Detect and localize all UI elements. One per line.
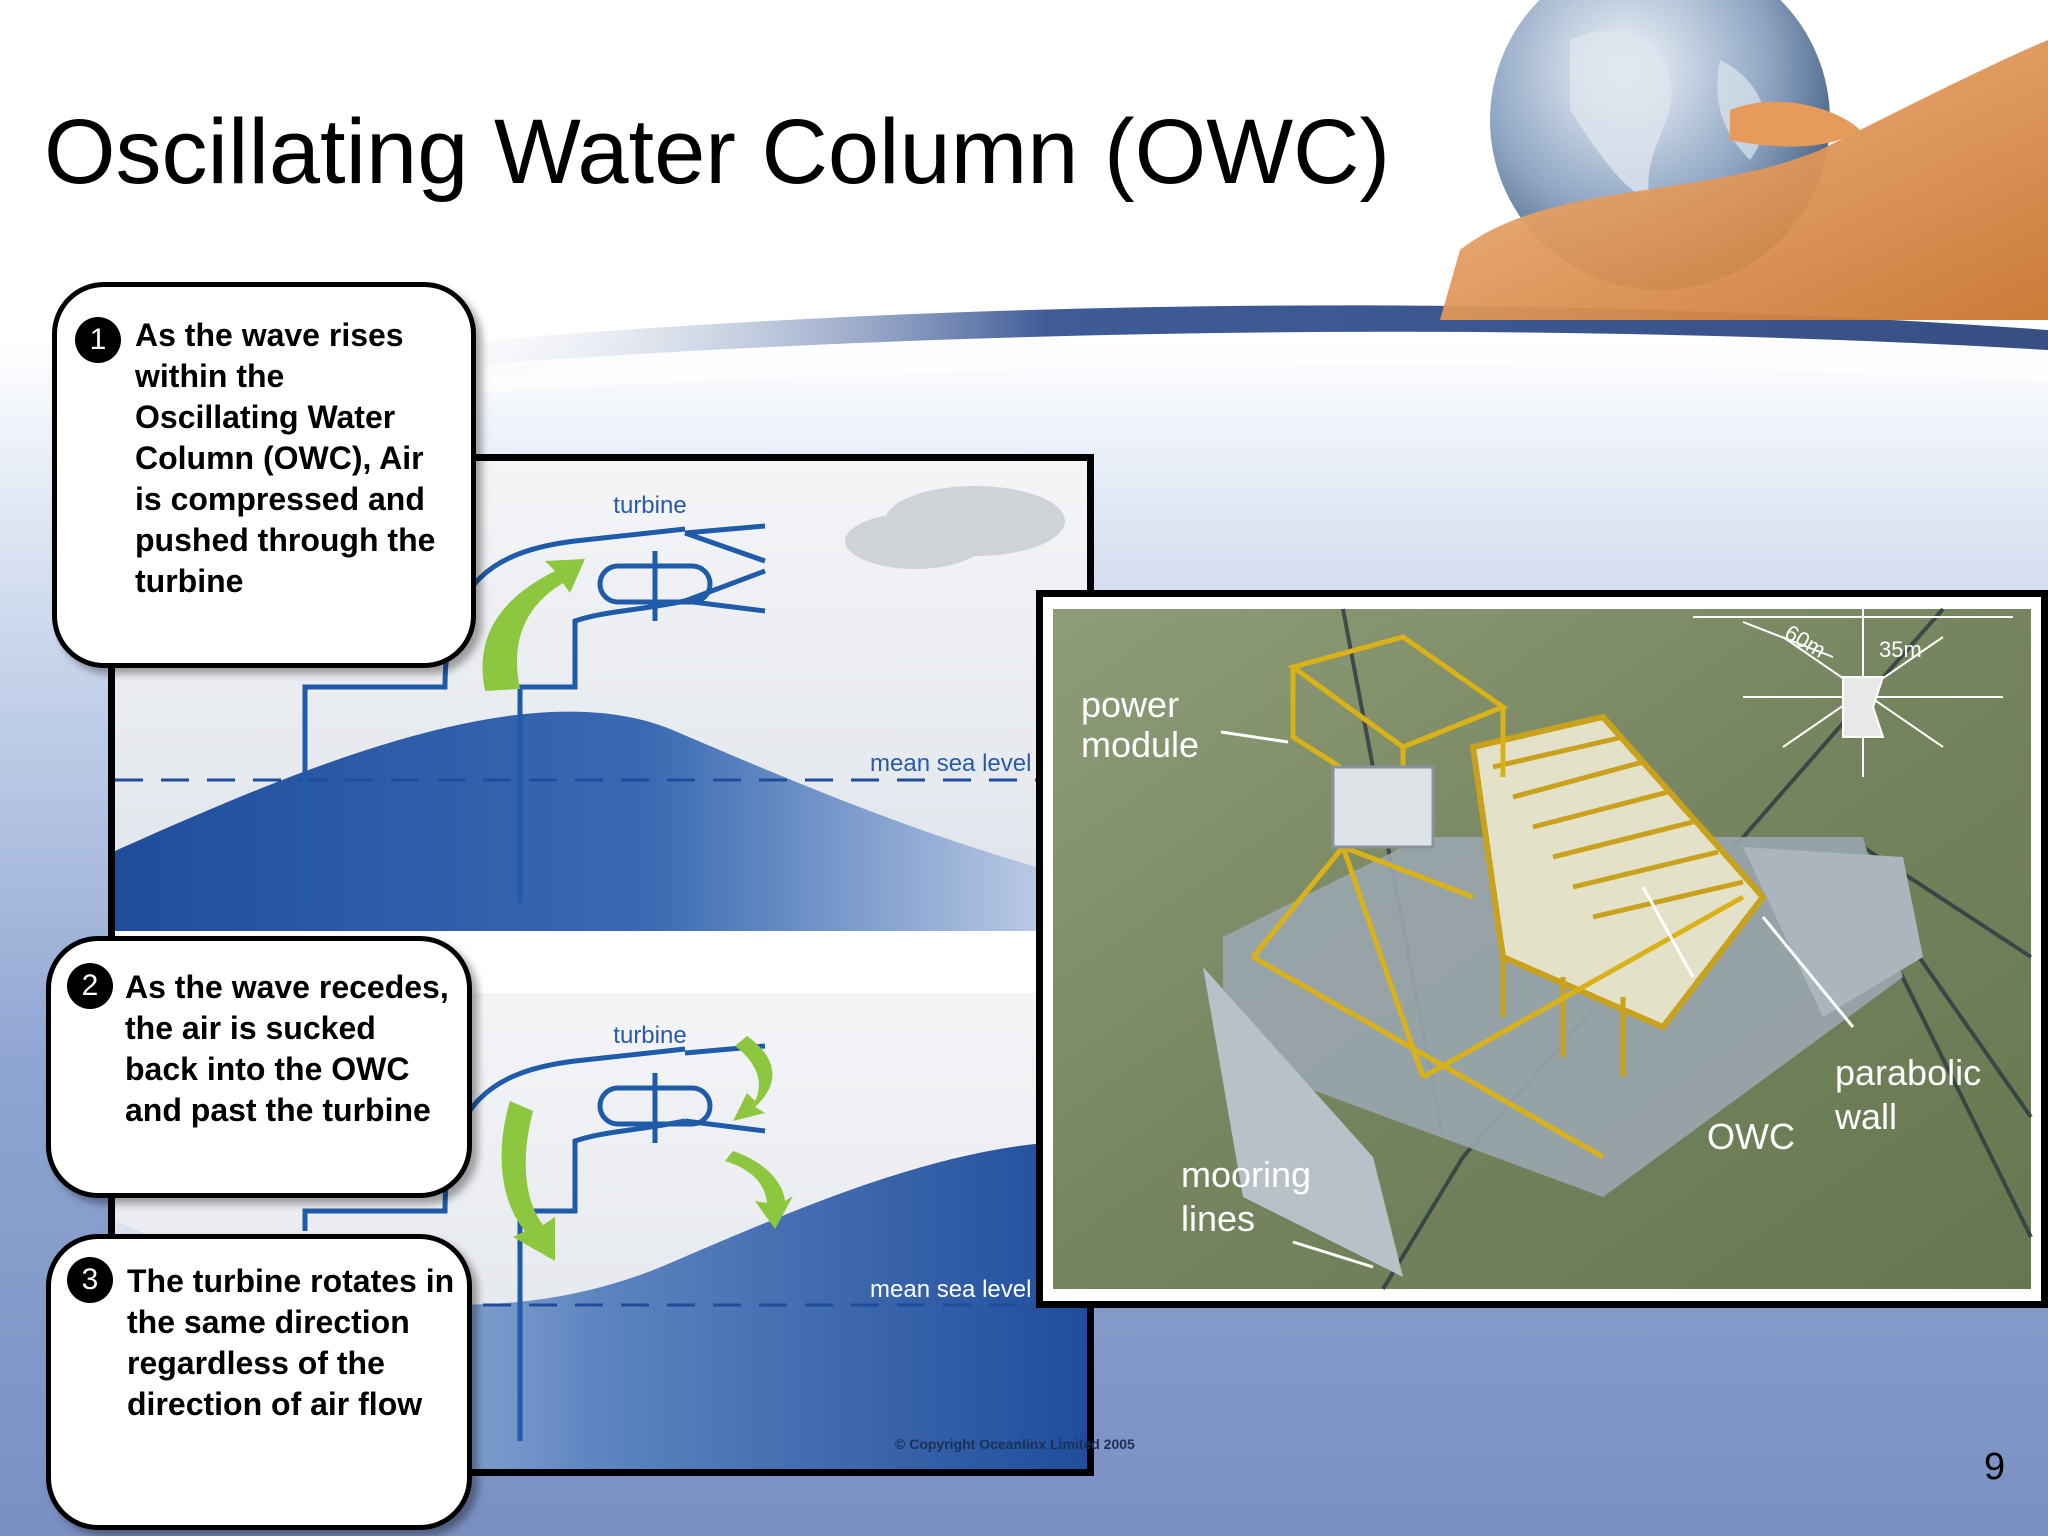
callout-text: As the wave recedes, the air is sucked b… (125, 969, 449, 1128)
top-sea-level-label: mean sea level (870, 750, 1031, 777)
callout-text: The turbine rotates in the same directio… (127, 1263, 455, 1422)
power-module-label-line: module (1081, 724, 1199, 765)
callout-text: As the wave rises within the Oscillating… (135, 317, 436, 599)
mooring-lines-label-line: lines (1181, 1198, 1255, 1239)
callout-3: 3 The turbine rotates in the same direct… (46, 1234, 472, 1530)
callout-number-badge: 3 (67, 1257, 113, 1303)
parabolic-wall-label-line: wall (1834, 1096, 1897, 1137)
copyright-note: © Copyright Oceanlinx Limited 2005 (895, 1436, 1135, 1452)
power-module-label: power module (1081, 684, 1199, 765)
owc-label: OWC (1707, 1116, 1795, 1157)
slide-title: Oscillating Water Column (OWC) (44, 101, 1391, 203)
mooring-lines-label-line: mooring (1181, 1154, 1311, 1195)
callout-number-badge: 1 (75, 317, 121, 363)
globe-in-hand-image (1440, 0, 2048, 320)
bottom-sea-level-label: mean sea level (870, 1276, 1031, 1303)
parabolic-wall-label: parabolic wall (1834, 1052, 1991, 1137)
callout-1: 1 As the wave rises within the Oscillati… (52, 282, 476, 668)
power-module-label-line: power (1081, 684, 1179, 725)
callout-2: 2 As the wave recedes, the air is sucked… (46, 936, 472, 1198)
bottom-turbine-label: turbine (613, 1022, 686, 1049)
mooring-lines-label: mooring lines (1181, 1154, 1321, 1239)
dimension-35m-label: 35m (1879, 637, 1922, 662)
page-number: 9 (1984, 1446, 2006, 1488)
owc-plant-drawing: 60m 35m power module parabolic wall OWC … (1043, 597, 2041, 1301)
owc-plant-image: 60m 35m power module parabolic wall OWC … (1036, 590, 2048, 1308)
callout-number-badge: 2 (67, 963, 113, 1009)
top-turbine-label: turbine (613, 492, 686, 519)
parabolic-wall-label-line: parabolic (1835, 1052, 1981, 1093)
